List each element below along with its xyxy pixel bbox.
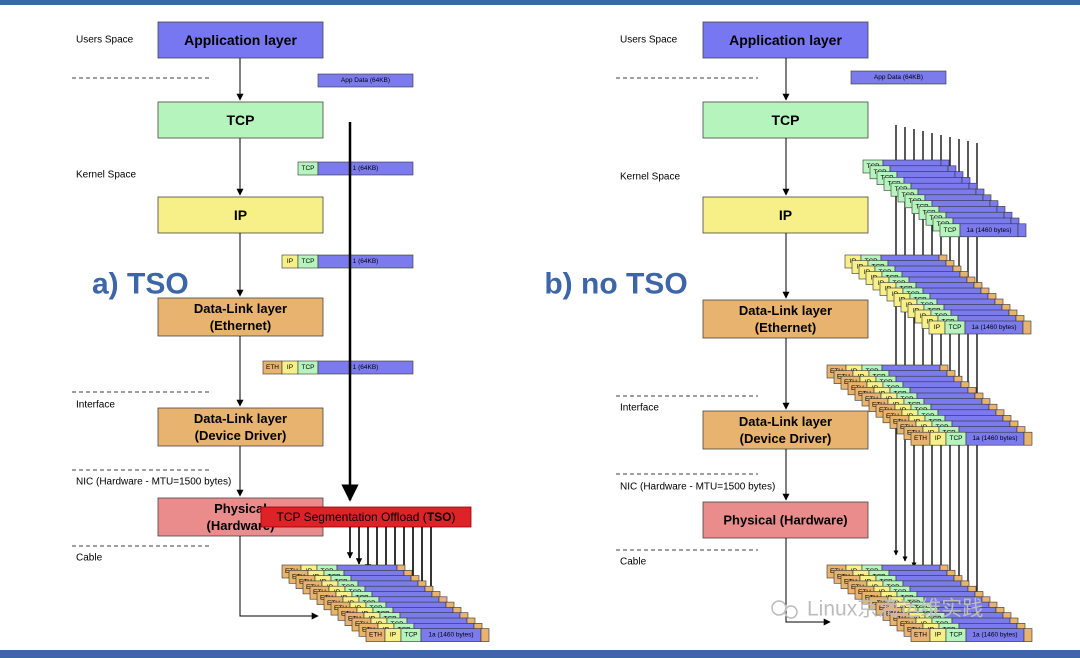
packet-field-label: 1a (1460 bytes) xyxy=(972,632,1017,639)
right-packet-app-data: App Data (64KB) xyxy=(850,70,947,85)
packet-field-label: TCP xyxy=(950,632,963,639)
region-cable: Cable xyxy=(620,557,647,568)
left-datalink-driver-label: Data-Link layer xyxy=(194,411,287,426)
packet-field-label: TCP xyxy=(950,435,963,442)
right-ip-layer xyxy=(702,196,869,234)
packet-field-label: IP xyxy=(935,632,941,639)
packet-field-label: TCP xyxy=(944,227,957,234)
left-application-layer xyxy=(157,21,324,59)
left-datalink-ethernet-label: Data-Link layer xyxy=(194,301,287,316)
packet-field-label: ETH xyxy=(914,435,927,442)
right-datalink-driver-label: Data-Link layer xyxy=(739,414,832,429)
left-tcp-layer-label: TCP xyxy=(227,112,255,128)
packet-field-label: IP xyxy=(934,324,940,331)
region-kernel-space: Kernel Space xyxy=(620,172,680,183)
region-nic: NIC (Hardware - MTU=1500 bytes) xyxy=(620,482,775,493)
packet-field-label: IP xyxy=(390,632,396,639)
right-physical-layer-label: Physical (Hardware) xyxy=(723,513,847,528)
watermark-text: Linux京滴运维实践 xyxy=(807,598,983,621)
left-physical-layer-label: Physical xyxy=(214,501,267,516)
left-physical-layer-label: (Hardware) xyxy=(207,518,275,533)
right-application-layer-label: Application layer xyxy=(729,32,842,48)
right-tcp-layer xyxy=(702,101,869,139)
right-datalink-driver-label: (Device Driver) xyxy=(740,431,832,446)
right-datalink-ethernet-label: (Ethernet) xyxy=(755,320,816,335)
left-application-layer-label: Application layer xyxy=(184,32,297,48)
region-users-space: Users Space xyxy=(620,35,678,46)
right-physical-layer xyxy=(702,501,869,539)
left-packet-eth: ETH IP TCP 1 (64KB) xyxy=(262,360,414,375)
packet-field xyxy=(1023,431,1033,446)
left-segmented-frame: ETH IP TCP 1a (1460 bytes) xyxy=(365,628,490,642)
tso-banner-label: TCP Segmentation Offload (TSO) xyxy=(277,510,456,524)
left-panel-title: a) TSO xyxy=(92,268,189,301)
left-packet-app-data: App Data (64KB) xyxy=(317,73,414,88)
region-interface: Interface xyxy=(76,400,115,411)
packet-field-label: ETH xyxy=(369,632,382,639)
packet-field-label: IP xyxy=(935,435,941,442)
left-datalink-ethernet-label: (Ethernet) xyxy=(210,318,271,333)
packet-field-label: TCP xyxy=(949,324,962,331)
top-border xyxy=(0,0,1080,5)
packet-field-label: TCP xyxy=(405,632,418,639)
right-eth-frame: ETH IP TCP 1a (1460 bytes) xyxy=(910,431,1033,446)
left-tcp-layer xyxy=(157,101,324,139)
packet-field-label: TCP xyxy=(302,165,315,172)
left-packet-ip: IP TCP 1 (64KB) xyxy=(281,254,414,269)
bottom-border xyxy=(0,650,1080,658)
packet-field xyxy=(317,161,414,176)
packet-field-label: 1a (1460 bytes) xyxy=(972,435,1017,442)
packet-field-label: App Data (64KB) xyxy=(874,74,923,81)
right-arrow-phys-cable xyxy=(785,538,831,626)
left-packet-tcp: TCP 1 (64KB) xyxy=(297,161,414,176)
right-datalink-driver xyxy=(702,410,869,450)
left-ip-layer-label: IP xyxy=(234,207,247,223)
watermark: Linux京滴运维实践 xyxy=(771,598,983,621)
packet-field xyxy=(1023,628,1033,642)
packet-field-label: ETH xyxy=(266,364,279,371)
right-datalink-ethernet-label: Data-Link layer xyxy=(739,303,832,318)
packet-field xyxy=(1017,223,1027,238)
packet-field-label: 1a (1460 bytes) xyxy=(428,632,473,639)
wechat-icon-bubble xyxy=(784,605,798,619)
right-tcp-segment: TCP 1a (1460 bytes) xyxy=(939,223,1027,238)
region-interface: Interface xyxy=(620,403,659,414)
packet-field xyxy=(317,360,414,375)
region-users-space: Users Space xyxy=(76,35,134,46)
right-panel-title: b) no TSO xyxy=(544,268,687,301)
packet-field-label: IP xyxy=(287,258,293,265)
right-application-layer xyxy=(702,21,869,59)
right-ip-layer-label: IP xyxy=(779,207,792,223)
left-ip-layer xyxy=(157,196,324,234)
packet-field-label: 1a (1460 bytes) xyxy=(971,324,1016,331)
packet-field-label: TCP xyxy=(302,258,315,265)
right-tcp-layer-label: TCP xyxy=(772,112,800,128)
packet-field xyxy=(480,628,490,642)
packet-field-label: App Data (64KB) xyxy=(341,77,390,84)
packet-field-label: TCP xyxy=(302,364,315,371)
region-kernel-space: Kernel Space xyxy=(76,170,136,181)
region-nic: NIC (Hardware - MTU=1500 bytes) xyxy=(76,477,231,488)
packet-field-label: 1 (64KB) xyxy=(353,364,379,371)
region-cable: Cable xyxy=(76,553,103,564)
packet-field xyxy=(317,254,414,269)
left-datalink-ethernet xyxy=(157,297,324,337)
packet-field-label: ETH xyxy=(914,632,927,639)
packet-field-label: 1 (64KB) xyxy=(353,258,379,265)
tso-banner xyxy=(260,506,472,528)
packet-field xyxy=(317,73,414,88)
packet-field-label: 1a (1460 bytes) xyxy=(966,227,1011,234)
wechat-icon xyxy=(771,600,787,616)
packet-field xyxy=(1022,320,1032,335)
packet-field-label: IP xyxy=(287,364,293,371)
left-datalink-driver xyxy=(157,407,324,447)
packet-field-label: 1 (64KB) xyxy=(353,165,379,172)
right-ip-packet: IP TCP 1a (1460 bytes) xyxy=(928,320,1032,335)
packet-field xyxy=(850,70,947,85)
left-datalink-driver-label: (Device Driver) xyxy=(195,428,287,443)
left-arrow-phys-cable xyxy=(239,536,319,620)
right-cable-frame: ETH IP TCP 1a (1460 bytes) xyxy=(910,628,1033,642)
